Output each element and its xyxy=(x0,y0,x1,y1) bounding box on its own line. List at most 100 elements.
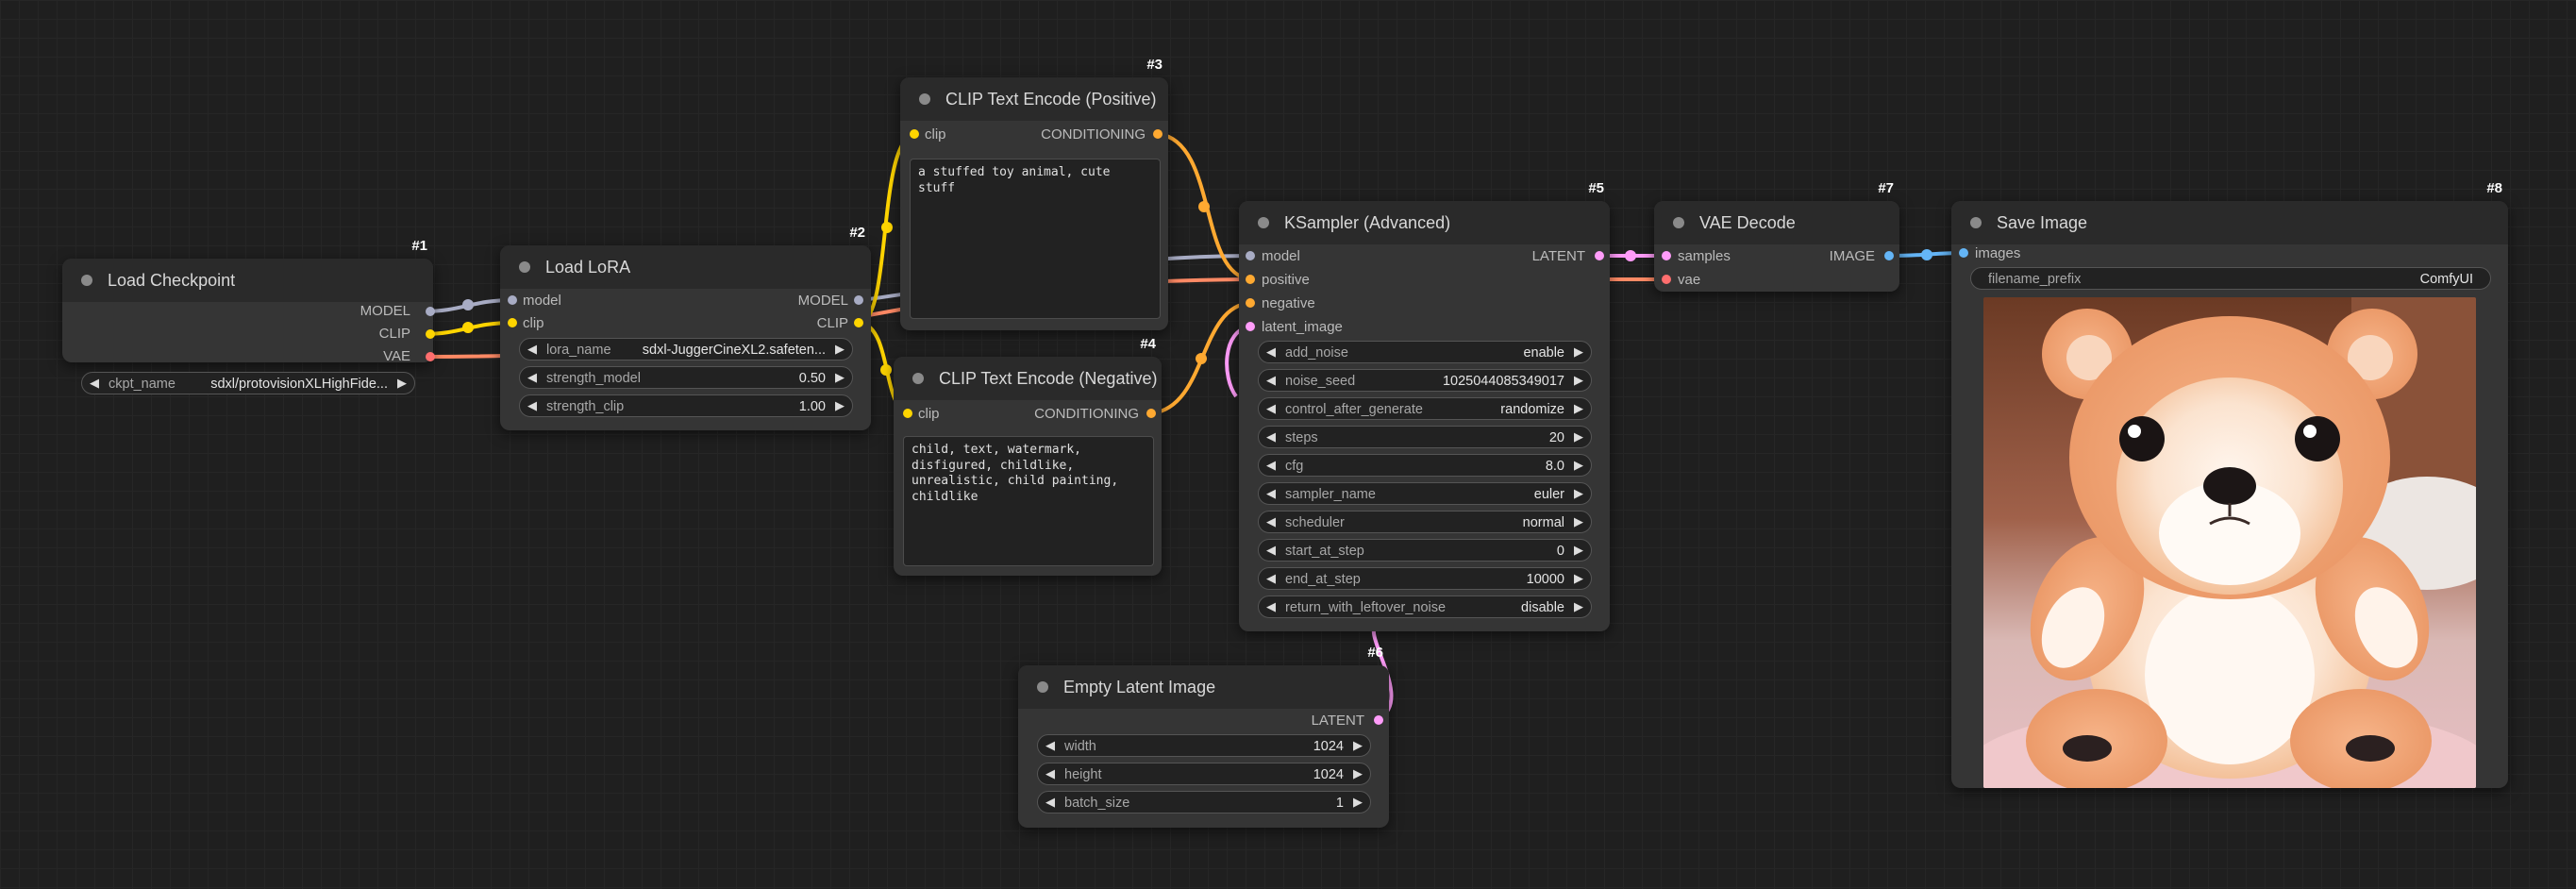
node-header[interactable]: Empty Latent Image xyxy=(1018,665,1389,709)
node-header[interactable]: Load Checkpoint xyxy=(62,259,433,302)
left-triangle-icon[interactable]: ◀ xyxy=(1266,486,1276,500)
image-preview[interactable] xyxy=(1983,297,2476,788)
node-collapse-dot-icon[interactable] xyxy=(1037,681,1048,693)
input-slot-clip[interactable] xyxy=(903,409,912,418)
left-triangle-icon[interactable]: ◀ xyxy=(1266,401,1276,415)
widget-sampler-name[interactable]: ◀ sampler_name euler ▶ xyxy=(1258,482,1592,505)
right-triangle-icon[interactable]: ▶ xyxy=(1574,344,1583,359)
output-slot-model[interactable] xyxy=(426,307,435,316)
widget-ckpt-name[interactable]: ◀ ckpt_name sdxl/protovisionXLHighFide..… xyxy=(81,372,415,394)
left-triangle-icon[interactable]: ◀ xyxy=(527,370,537,384)
right-triangle-icon[interactable]: ▶ xyxy=(835,398,845,412)
right-triangle-icon[interactable]: ▶ xyxy=(1574,599,1583,613)
widget-end-at-step[interactable]: ◀ end_at_step 10000 ▶ xyxy=(1258,567,1592,590)
right-triangle-icon[interactable]: ▶ xyxy=(1574,571,1583,585)
node-collapse-dot-icon[interactable] xyxy=(1970,217,1982,228)
right-triangle-icon[interactable]: ▶ xyxy=(1574,514,1583,528)
left-triangle-icon[interactable]: ◀ xyxy=(1045,795,1055,809)
node-ksampler-advanced[interactable]: #5 KSampler (Advanced) model positive ne… xyxy=(1239,180,1610,631)
right-triangle-icon[interactable]: ▶ xyxy=(1353,795,1363,809)
right-triangle-icon[interactable]: ▶ xyxy=(1574,401,1583,415)
output-slot-clip[interactable] xyxy=(854,318,863,327)
node-header[interactable]: VAE Decode xyxy=(1654,201,1899,244)
output-slot-latent[interactable] xyxy=(1595,251,1604,260)
right-triangle-icon[interactable]: ▶ xyxy=(1353,766,1363,780)
node-header[interactable]: Save Image xyxy=(1951,201,2508,244)
widget-scheduler[interactable]: ◀ scheduler normal ▶ xyxy=(1258,511,1592,533)
node-header[interactable]: Load LoRA xyxy=(500,245,871,289)
node-clip-text-encode-negative[interactable]: #4 CLIP Text Encode (Negative) clip COND… xyxy=(894,336,1162,576)
node-clip-text-encode-positive[interactable]: #3 CLIP Text Encode (Positive) clip COND… xyxy=(900,57,1168,330)
input-slot-model[interactable] xyxy=(508,295,517,305)
input-slot-negative[interactable] xyxy=(1246,298,1255,308)
right-triangle-icon[interactable]: ▶ xyxy=(1574,486,1583,500)
input-slot-clip[interactable] xyxy=(508,318,517,327)
left-triangle-icon[interactable]: ◀ xyxy=(1266,543,1276,557)
node-collapse-dot-icon[interactable] xyxy=(912,373,924,384)
widget-strength-clip[interactable]: ◀ strength_clip 1.00 ▶ xyxy=(519,394,853,417)
left-triangle-icon[interactable]: ◀ xyxy=(1266,514,1276,528)
widget-start-at-step[interactable]: ◀ start_at_step 0 ▶ xyxy=(1258,539,1592,562)
left-triangle-icon[interactable]: ◀ xyxy=(1266,344,1276,359)
node-collapse-dot-icon[interactable] xyxy=(1673,217,1684,228)
output-slot-conditioning[interactable] xyxy=(1153,129,1163,139)
left-triangle-icon[interactable]: ◀ xyxy=(1266,571,1276,585)
node-collapse-dot-icon[interactable] xyxy=(919,93,930,105)
widget-steps[interactable]: ◀ steps 20 ▶ xyxy=(1258,426,1592,448)
output-slot-clip[interactable] xyxy=(426,329,435,339)
left-triangle-icon[interactable]: ◀ xyxy=(1266,373,1276,387)
right-triangle-icon[interactable]: ▶ xyxy=(1574,429,1583,444)
widget-height[interactable]: ◀ height 1024 ▶ xyxy=(1037,763,1371,785)
right-triangle-icon[interactable]: ▶ xyxy=(1574,543,1583,557)
widget-batch-size[interactable]: ◀ batch_size 1 ▶ xyxy=(1037,791,1371,814)
left-triangle-icon[interactable]: ◀ xyxy=(1045,766,1055,780)
input-slot-clip[interactable] xyxy=(910,129,919,139)
node-collapse-dot-icon[interactable] xyxy=(519,261,530,273)
widget-width[interactable]: ◀ width 1024 ▶ xyxy=(1037,734,1371,757)
right-triangle-icon[interactable]: ▶ xyxy=(1574,373,1583,387)
widget-add-noise[interactable]: ◀ add_noise enable ▶ xyxy=(1258,341,1592,363)
input-slot-positive[interactable] xyxy=(1246,275,1255,284)
right-triangle-icon[interactable]: ▶ xyxy=(835,342,845,356)
right-triangle-icon[interactable]: ▶ xyxy=(397,376,407,390)
left-triangle-icon[interactable]: ◀ xyxy=(527,342,537,356)
input-slot-samples[interactable] xyxy=(1662,251,1671,260)
node-collapse-dot-icon[interactable] xyxy=(1258,217,1269,228)
left-triangle-icon[interactable]: ◀ xyxy=(527,398,537,412)
node-load-checkpoint[interactable]: #1 Load Checkpoint MODEL CLIP VAE xyxy=(62,238,435,364)
output-slot-conditioning[interactable] xyxy=(1146,409,1156,418)
output-slot-latent[interactable] xyxy=(1374,715,1383,725)
left-triangle-icon[interactable]: ◀ xyxy=(1266,458,1276,472)
node-collapse-dot-icon[interactable] xyxy=(81,275,92,286)
widget-strength-model[interactable]: ◀ strength_model 0.50 ▶ xyxy=(519,366,853,389)
widget-cfg[interactable]: ◀ cfg 8.0 ▶ xyxy=(1258,454,1592,477)
right-triangle-icon[interactable]: ▶ xyxy=(1574,458,1583,472)
node-header[interactable]: CLIP Text Encode (Negative) xyxy=(894,357,1162,400)
node-header[interactable]: CLIP Text Encode (Positive) xyxy=(900,77,1168,121)
widget-return-with-leftover-noise[interactable]: ◀ return_with_leftover_noise disable ▶ xyxy=(1258,595,1592,618)
left-triangle-icon[interactable]: ◀ xyxy=(1266,429,1276,444)
right-triangle-icon[interactable]: ▶ xyxy=(1353,738,1363,752)
widget-lora-name[interactable]: ◀ lora_name sdxl-JuggerCineXL2.safeten..… xyxy=(519,338,853,361)
prompt-textarea-negative[interactable]: child, text, watermark, disfigured, chil… xyxy=(903,436,1154,566)
prompt-textarea-positive[interactable]: a stuffed toy animal, cute stuff xyxy=(910,159,1161,319)
right-triangle-icon[interactable]: ▶ xyxy=(835,370,845,384)
node-save-image[interactable]: #8 Save Image images filename_prefix Com… xyxy=(1951,180,2508,788)
output-slot-model[interactable] xyxy=(854,295,863,305)
node-vae-decode[interactable]: #7 VAE Decode samples vae IMAGE xyxy=(1654,180,1899,292)
node-header[interactable]: KSampler (Advanced) xyxy=(1239,201,1610,244)
left-triangle-icon[interactable]: ◀ xyxy=(1045,738,1055,752)
input-slot-images[interactable] xyxy=(1959,248,1968,258)
widget-control-after-generate[interactable]: ◀ control_after_generate randomize ▶ xyxy=(1258,397,1592,420)
output-slot-image[interactable] xyxy=(1884,251,1894,260)
input-slot-latent-image[interactable] xyxy=(1246,322,1255,331)
left-triangle-icon[interactable]: ◀ xyxy=(90,376,99,390)
node-empty-latent-image[interactable]: #6 Empty Latent Image LATENT ◀ width 102… xyxy=(1018,645,1389,828)
input-slot-vae[interactable] xyxy=(1662,275,1671,284)
widget-filename-prefix[interactable]: filename_prefix ComfyUI xyxy=(1970,267,2491,290)
widget-noise-seed[interactable]: ◀ noise_seed 1025044085349017 ▶ xyxy=(1258,369,1592,392)
input-slot-model[interactable] xyxy=(1246,251,1255,260)
output-slot-vae[interactable] xyxy=(426,352,435,361)
left-triangle-icon[interactable]: ◀ xyxy=(1266,599,1276,613)
node-load-lora[interactable]: #2 Load LoRA model clip MODEL CLIP ◀ lor… xyxy=(500,225,871,430)
